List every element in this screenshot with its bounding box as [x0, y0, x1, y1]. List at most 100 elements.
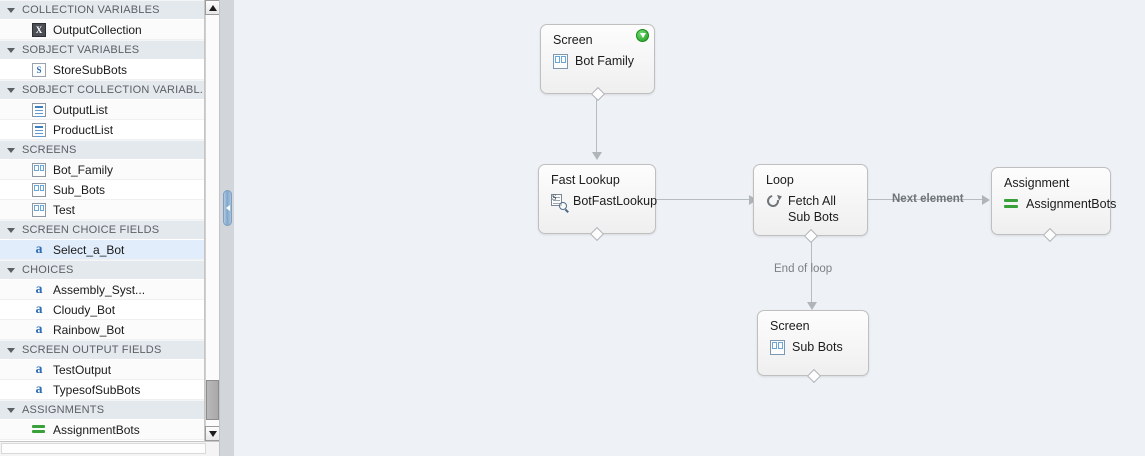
flow-canvas[interactable]: Next element End of loop Screen Bot Fami…	[234, 0, 1145, 456]
list-item-label: Assembly_Syst...	[53, 282, 146, 297]
section-title: SCREEN OUTPUT FIELDS	[22, 344, 162, 356]
text-a-icon: a	[35, 301, 43, 317]
connector-line	[596, 96, 597, 154]
list-item-label: Select_a_Bot	[53, 242, 125, 257]
section-title: SCREEN CHOICE FIELDS	[22, 224, 160, 236]
list-item-cloudy-bot[interactable]: a Cloudy_Bot	[0, 300, 219, 320]
screen-icon	[553, 54, 568, 69]
scrollbar-track[interactable]	[205, 15, 220, 426]
list-item-assembly-syst[interactable]: a Assembly_Syst...	[0, 280, 219, 300]
node-type-label: Loop	[766, 173, 794, 187]
list-item-label: OutputList	[53, 102, 108, 117]
list-item-bot-family[interactable]: Bot_Family	[0, 160, 219, 180]
edge-label-end-of-loop: End of loop	[774, 263, 833, 275]
connector-arrow-down-icon	[807, 302, 817, 310]
list-icon	[32, 102, 46, 117]
scroll-up-button[interactable]	[205, 0, 220, 15]
list-item-productlist[interactable]: ProductList	[0, 120, 219, 140]
chevron-down-icon	[7, 347, 15, 353]
scrollbar-thumb[interactable]	[206, 380, 219, 420]
node-name-label: AssignmentBots	[1026, 197, 1117, 211]
node-name-label: Bot Family	[575, 54, 635, 68]
list-item-sub-bots[interactable]: Sub_Bots	[0, 180, 219, 200]
flow-node-loop[interactable]: Loop Fetch All Sub Bots	[753, 164, 868, 244]
text-a-icon: a	[35, 361, 43, 377]
resources-list[interactable]: COLLECTION VARIABLES X OutputCollection …	[0, 0, 219, 441]
flow-node-assignment[interactable]: Assignment AssignmentBots	[991, 167, 1116, 243]
scroll-down-button[interactable]	[205, 426, 220, 441]
chevron-down-icon	[7, 7, 15, 13]
chevron-down-icon	[7, 267, 15, 273]
flow-node-fast-lookup[interactable]: Fast Lookup S BotFastLookup	[538, 164, 658, 242]
chevron-down-icon	[7, 147, 15, 153]
section-header-choices[interactable]: CHOICES	[0, 260, 219, 280]
start-element-badge-icon	[636, 29, 649, 42]
section-title: CHOICES	[22, 264, 74, 276]
section-header-assignments[interactable]: ASSIGNMENTS	[0, 400, 219, 420]
list-item-label: Rainbow_Bot	[53, 322, 125, 337]
connector-arrow-right-icon	[982, 195, 990, 205]
screen-icon	[32, 202, 46, 217]
list-item-label: Bot_Family	[53, 162, 114, 177]
list-item-typesofsubbots[interactable]: a TypesofSubBots	[0, 380, 219, 400]
node-connector-handle[interactable]	[590, 86, 606, 102]
assignment-icon	[1004, 197, 1019, 212]
section-header-screens[interactable]: SCREENS	[0, 140, 219, 160]
node-name-label: BotFastLookup	[573, 194, 658, 208]
caret-up-icon	[208, 4, 217, 11]
section-header-screen-choice-fields[interactable]: SCREEN CHOICE FIELDS	[0, 220, 219, 240]
node-connector-handle[interactable]	[803, 228, 819, 244]
list-item-test[interactable]: Test	[0, 200, 219, 220]
node-connector-handle[interactable]	[806, 368, 822, 384]
section-header-collection-variables[interactable]: COLLECTION VARIABLES	[0, 0, 219, 20]
scrollbar-thumb-horizontal[interactable]	[1, 443, 206, 454]
section-title: COLLECTION VARIABLES	[22, 4, 160, 16]
connector-line	[811, 239, 812, 304]
list-item-outputcollection[interactable]: X OutputCollection	[0, 20, 219, 40]
list-item-label: StoreSubBots	[53, 62, 128, 77]
list-item-outputlist[interactable]: OutputList	[0, 100, 219, 120]
list-item-label: Test	[53, 202, 76, 217]
list-item-storesubbots[interactable]: S StoreSubBots	[0, 60, 219, 80]
sidebar-vertical-scrollbar[interactable]	[204, 0, 220, 441]
section-header-screen-output-fields[interactable]: SCREEN OUTPUT FIELDS	[0, 340, 219, 360]
section-header-sobject-collection-variables[interactable]: SOBJECT COLLECTION VARIABL...	[0, 80, 219, 100]
collapse-panel-handle[interactable]	[223, 190, 232, 226]
connector-arrow-down-icon	[592, 152, 602, 160]
list-item-rainbow-bot[interactable]: a Rainbow_Bot	[0, 320, 219, 340]
node-connector-handle[interactable]	[1042, 227, 1058, 243]
section-title: ASSIGNMENTS	[22, 404, 105, 416]
list-item-label: TestOutput	[53, 362, 112, 377]
resources-sidebar: COLLECTION VARIABLES X OutputCollection …	[0, 0, 234, 456]
list-item-label: TypesofSubBots	[53, 382, 141, 397]
flow-node-screen-bot-family[interactable]: Screen Bot Family	[540, 24, 655, 102]
list-item-label: AssignmentBots	[53, 422, 140, 437]
section-title: SOBJECT VARIABLES	[22, 44, 140, 56]
screen-icon	[32, 182, 46, 197]
panel-divider[interactable]	[219, 0, 234, 456]
node-type-label: Assignment	[1004, 176, 1070, 190]
screen-icon	[770, 340, 785, 355]
section-title: SOBJECT COLLECTION VARIABL...	[22, 84, 210, 96]
node-connector-handle[interactable]	[589, 226, 605, 242]
chevron-down-icon	[7, 227, 15, 233]
list-item-select-a-bot[interactable]: a Select_a_Bot	[0, 240, 219, 260]
flow-node-screen-sub-bots[interactable]: Screen Sub Bots	[757, 310, 869, 384]
connector-line	[868, 199, 986, 200]
text-a-icon: a	[35, 321, 43, 337]
node-type-label: Fast Lookup	[551, 173, 620, 187]
caret-down-icon	[208, 430, 217, 437]
x-collection-icon: X	[32, 22, 46, 37]
chevron-down-icon	[7, 407, 15, 413]
list-icon	[32, 122, 46, 137]
chevron-left-icon	[225, 205, 230, 211]
chevron-down-icon	[7, 47, 15, 53]
text-a-icon: a	[35, 381, 43, 397]
list-item-label: Cloudy_Bot	[53, 302, 116, 317]
list-item-assignmentbots[interactable]: AssignmentBots	[0, 420, 219, 440]
sidebar-horizontal-scrollbar[interactable]	[0, 441, 219, 456]
list-item-label: OutputCollection	[53, 22, 142, 37]
list-item-testoutput[interactable]: a TestOutput	[0, 360, 219, 380]
section-header-sobject-variables[interactable]: SOBJECT VARIABLES	[0, 40, 219, 60]
node-type-label: Screen	[553, 33, 593, 47]
